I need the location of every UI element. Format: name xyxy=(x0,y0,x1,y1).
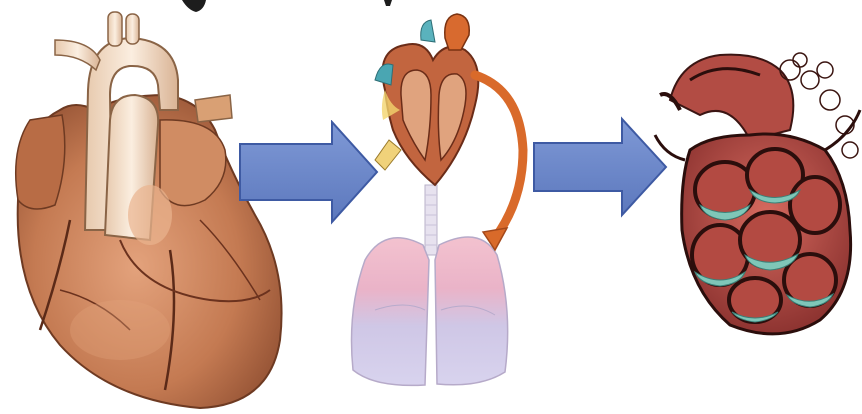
heart-lungs-circulation-icon xyxy=(345,10,545,410)
heart-lungs-illustration xyxy=(345,10,545,410)
flow-arrow-2 xyxy=(530,115,670,220)
alveoli-illustration xyxy=(650,40,862,350)
right-arrow-icon xyxy=(530,115,670,220)
alveoli-cluster-icon xyxy=(650,40,862,350)
